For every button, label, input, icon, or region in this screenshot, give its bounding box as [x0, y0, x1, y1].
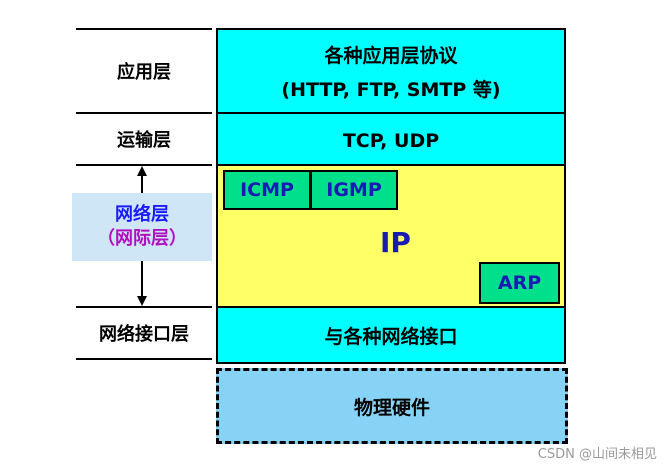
transport-protocols-block: TCP, UDP	[216, 112, 566, 170]
ip-label: IP	[380, 226, 411, 259]
network-layer-title: 网络层	[115, 204, 169, 225]
watermark: CSDN @山间未相见	[537, 447, 657, 462]
network-interfaces-block: 与各种网络接口	[216, 306, 566, 364]
transport-layer-label: 运输层	[117, 130, 171, 151]
application-protocols-examples: (HTTP, FTP, SMTP 等)	[281, 79, 501, 101]
application-protocols-title: 各种应用层协议	[324, 45, 458, 67]
physical-hardware-text: 物理硬件	[353, 396, 430, 419]
icmp-box: ICMP	[223, 170, 311, 210]
arp-box: ARP	[479, 262, 560, 304]
application-protocols-block: 各种应用层协议 (HTTP, FTP, SMTP 等)	[216, 28, 566, 118]
igmp-box: IGMP	[310, 170, 398, 210]
divider-network-link	[76, 306, 212, 308]
physical-hardware-block: 物理硬件	[216, 368, 568, 444]
network-layer-label: 网络层 （网际层）	[72, 193, 212, 261]
application-layer-label: 应用层	[117, 62, 171, 83]
divider-bottom	[76, 358, 212, 360]
divider-top	[76, 28, 212, 30]
link-layer-label: 网络接口层	[99, 324, 189, 345]
divider-transport-network	[76, 164, 212, 166]
divider-app-transport	[76, 112, 212, 114]
network-layer-alt-title: （网际层）	[97, 228, 187, 249]
transport-protocols-text: TCP, UDP	[342, 130, 440, 152]
network-interfaces-text: 与各种网络接口	[324, 325, 458, 348]
